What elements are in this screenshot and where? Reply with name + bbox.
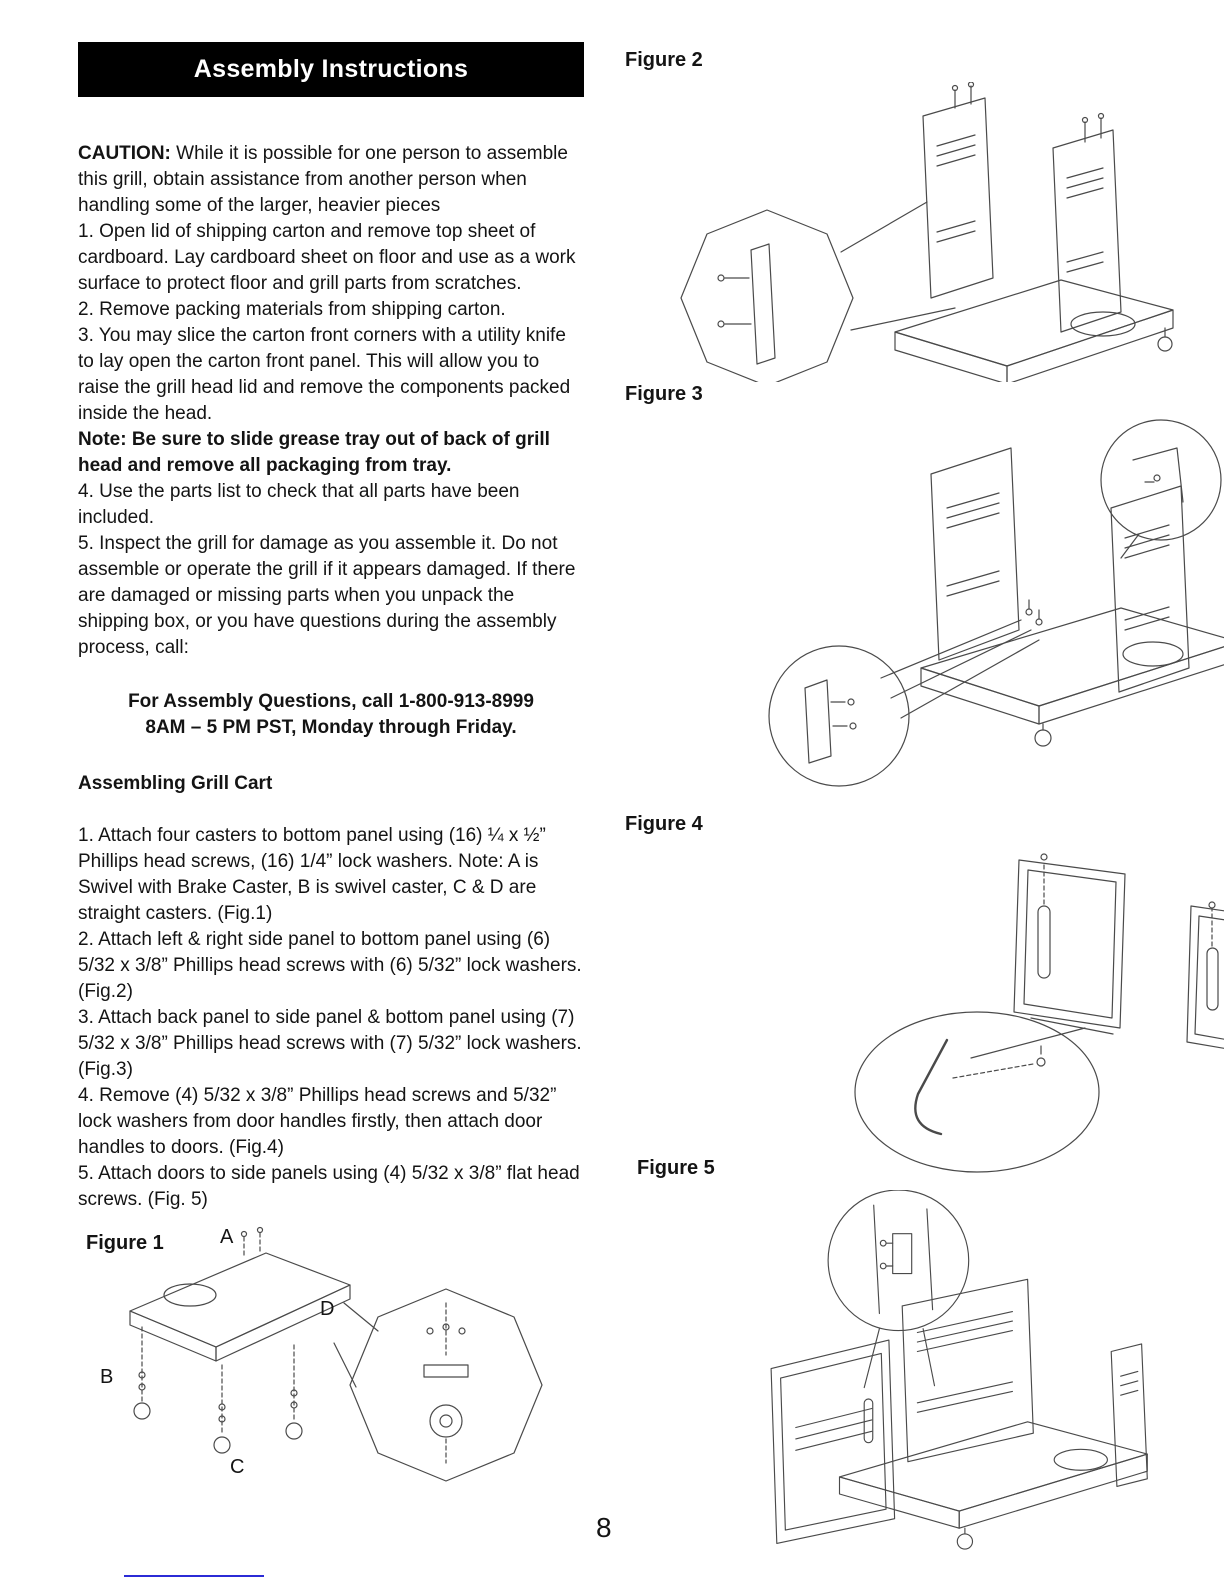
text-column: Assembly Instructions CAUTION: While it … (78, 42, 584, 1500)
assembly-questions-block: For Assembly Questions, call 1-800-913-8… (78, 689, 584, 741)
figure-5-label: Figure 5 (637, 1157, 715, 1179)
fig1-callout-b: B (100, 1366, 113, 1388)
intro-step-3: 3. You may slice the carton front corner… (78, 325, 571, 424)
footer-link-underline[interactable] (124, 1575, 264, 1577)
figure-1-illustration: A B C D (100, 1226, 543, 1482)
figure-2-illustration (680, 82, 1174, 382)
cart-step-5: 5. Attach doors to side panels using (4)… (78, 1163, 580, 1210)
section-heading: Assembling Grill Cart (78, 773, 273, 794)
cart-step-1: 1. Attach four casters to bottom panel u… (78, 825, 546, 924)
cart-step-3: 3. Attach back panel to side panel & bot… (78, 1007, 582, 1080)
page-title: Assembly Instructions (193, 55, 469, 83)
fig1-callout-d: D (320, 1298, 334, 1320)
intro-step-2: 2. Remove packing materials from shippin… (78, 299, 506, 320)
figure-2: Figure 2 (625, 48, 1175, 382)
figure-5-illustration (770, 1190, 1148, 1550)
caution-text: While it is possible for one person to a… (78, 143, 568, 216)
figure-4-label: Figure 4 (625, 813, 703, 835)
cart-step-4: 4. Remove (4) 5/32 x 3/8” Phillips head … (78, 1085, 557, 1158)
figure-3: Figure 3 (625, 382, 1224, 796)
figure-4-illustration (854, 853, 1224, 1173)
intro-step-4: 4. Use the parts list to check that all … (78, 481, 520, 528)
title-banner: Assembly Instructions (78, 42, 584, 97)
caution-paragraph: CAUTION: While it is possible for one pe… (78, 141, 584, 219)
assembly-questions-line1: For Assembly Questions, call 1-800-913-8… (128, 691, 534, 712)
assembly-questions-line2: 8AM – 5 PM PST, Monday through Friday. (145, 717, 517, 738)
grease-tray-note: Note: Be sure to slide grease tray out o… (78, 429, 550, 476)
figure-1-label: Figure 1 (86, 1232, 164, 1254)
fig1-callout-a: A (220, 1226, 234, 1248)
figure-4: Figure 4 (625, 812, 1224, 1176)
intro-step-1: 1. Open lid of shipping carton and remov… (78, 221, 576, 294)
figure-5: Figure 5 (637, 1156, 1172, 1570)
figure-3-illustration (768, 419, 1224, 787)
figure-1: Figure 1 (78, 1225, 584, 1500)
figure-2-label: Figure 2 (625, 49, 703, 71)
cart-step-2: 2. Attach left & right side panel to bot… (78, 929, 582, 1002)
intro-step-5: 5. Inspect the grill for damage as you a… (78, 533, 576, 658)
caution-label: CAUTION: (78, 143, 171, 164)
page-number: 8 (596, 1512, 612, 1543)
figure-3-label: Figure 3 (625, 383, 703, 405)
fig1-callout-c: C (230, 1456, 244, 1478)
